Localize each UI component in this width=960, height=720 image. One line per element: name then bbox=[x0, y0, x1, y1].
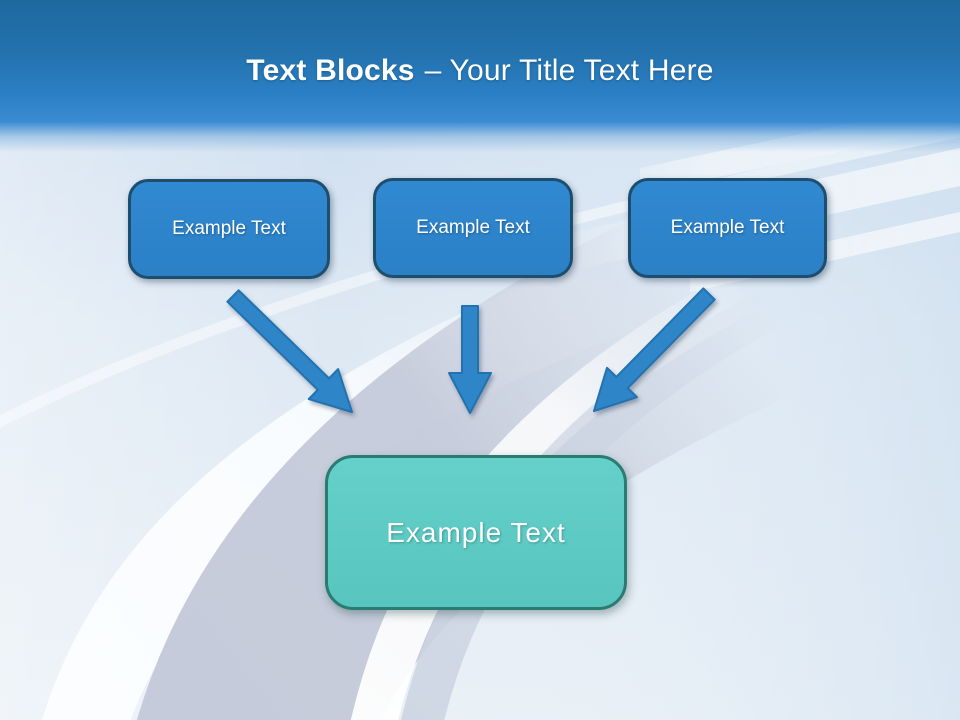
arrow-down-icon[interactable] bbox=[448, 305, 492, 414]
title-bold-text: Text Blocks bbox=[246, 54, 415, 87]
arrow-down-left-icon[interactable] bbox=[593, 287, 716, 412]
target-block[interactable]: Example Text bbox=[325, 455, 627, 610]
text-block-2-label: Example Text bbox=[416, 217, 530, 238]
text-block-2[interactable]: Example Text bbox=[373, 178, 573, 278]
text-block-3-label: Example Text bbox=[670, 217, 785, 238]
text-block-1-label: Example Text bbox=[172, 218, 286, 239]
slide-title[interactable]: Text Blocks – Your Title Text Here bbox=[0, 52, 960, 90]
header-band: Text Blocks – Your Title Text Here bbox=[0, 0, 960, 152]
text-block-3[interactable]: Example Text bbox=[628, 178, 827, 278]
title-rest-text: – Your Title Text Here bbox=[424, 54, 714, 87]
arrow-down-right-icon[interactable] bbox=[226, 289, 353, 413]
text-block-1[interactable]: Example Text bbox=[128, 179, 330, 279]
target-block-label: Example Text bbox=[386, 516, 566, 548]
